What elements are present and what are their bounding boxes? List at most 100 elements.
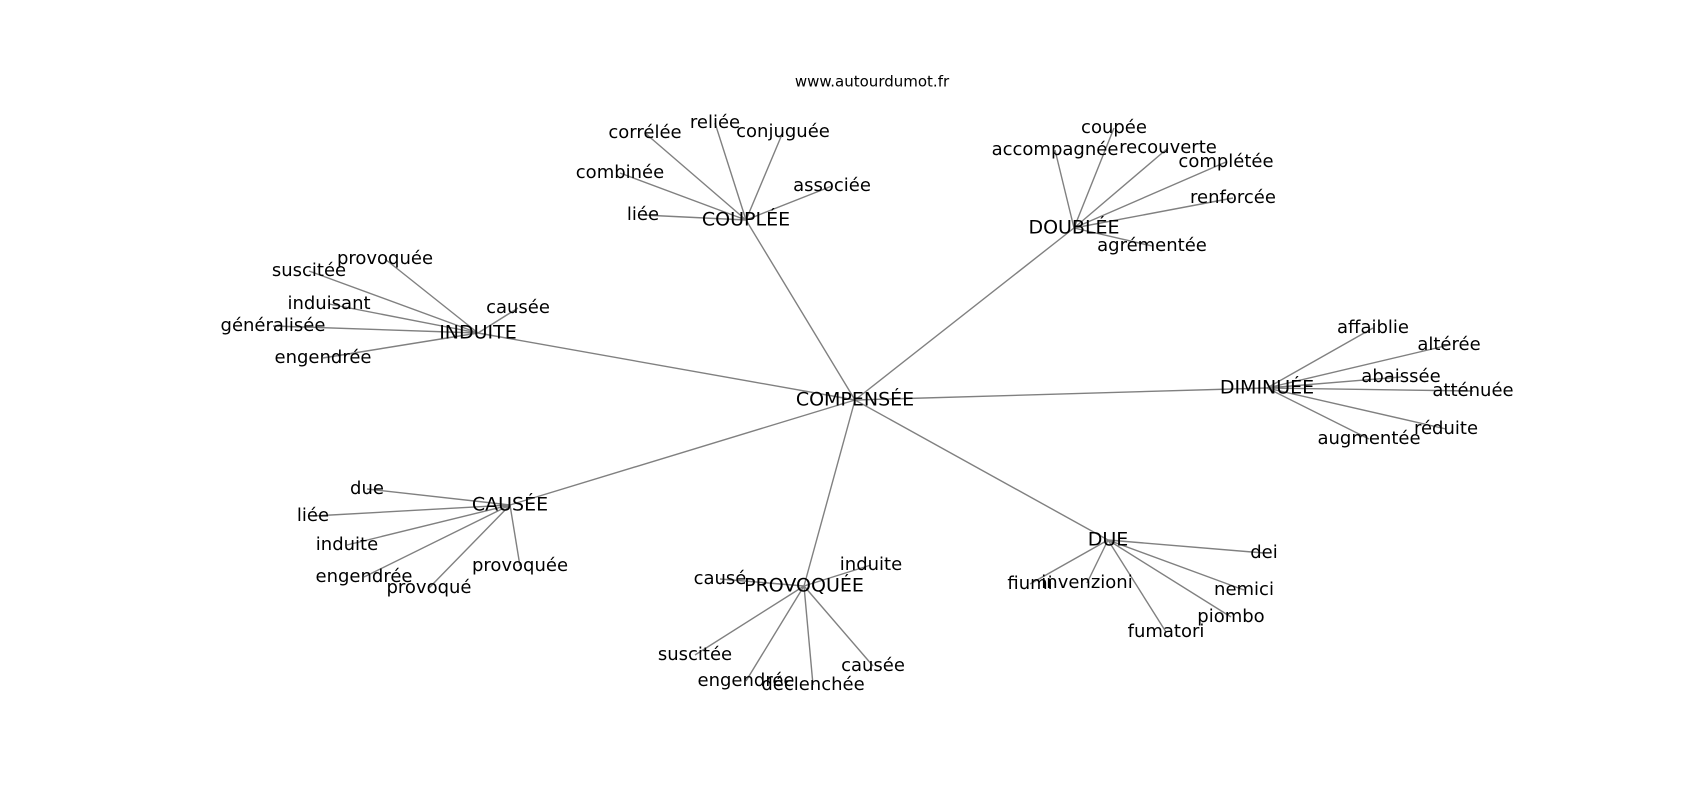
- leaf-node-label: renforcée: [1190, 187, 1276, 208]
- edge-provoquee-0: [719, 578, 805, 587]
- edge-couplee-5: [642, 214, 747, 221]
- edge-diminuee-1: [1266, 344, 1450, 389]
- leaf-node-label: due: [350, 478, 384, 499]
- edge-center-couplee: [745, 219, 856, 401]
- leaf-node-label: engendrée: [275, 347, 372, 368]
- edge-doublee-5: [1073, 227, 1153, 247]
- edge-provoquee-4: [803, 585, 814, 686]
- edge-induite-1: [308, 270, 479, 334]
- leaf-node-label: fiumi: [1007, 573, 1052, 594]
- edge-diminuee-0: [1266, 327, 1374, 389]
- edge-provoquee-1: [803, 564, 872, 587]
- edge-due-4: [1107, 539, 1232, 618]
- leaf-node-label: atténuée: [1432, 380, 1513, 401]
- hub-node-diminuee: DIMINUÉE: [1220, 376, 1314, 399]
- leaf-node-label: généralisée: [221, 315, 326, 336]
- edge-induite-5: [322, 332, 479, 359]
- leaf-node-label: coupée: [1081, 117, 1147, 138]
- edge-provoquee-2: [694, 585, 805, 656]
- edge-couplee-4: [745, 185, 833, 221]
- leaf-node-label: altérée: [1417, 334, 1480, 355]
- source-website-label: www.autourdumot.fr: [795, 73, 950, 91]
- leaf-node-label: associée: [793, 175, 871, 196]
- edge-induite-0: [384, 258, 479, 334]
- hub-node-due: DUE: [1088, 529, 1129, 551]
- edge-causee-0: [366, 488, 511, 506]
- hub-node-doublee: DOUBLÉE: [1028, 216, 1119, 239]
- edge-due-1: [1029, 539, 1109, 585]
- edge-induite-4: [272, 325, 479, 334]
- edge-center-doublee: [854, 227, 1075, 401]
- edge-due-5: [1107, 539, 1167, 633]
- edge-induite-3: [477, 307, 519, 334]
- edge-provoquee-3: [745, 585, 805, 682]
- edge-due-3: [1107, 539, 1245, 591]
- edge-causee-3: [363, 504, 511, 578]
- edge-due-2: [1086, 539, 1109, 584]
- leaf-node-label: reliée: [690, 112, 740, 133]
- edge-center-causee: [509, 399, 856, 506]
- edge-doublee-2: [1073, 147, 1169, 229]
- edge-causee-4: [509, 504, 521, 567]
- leaf-node-label: agrémentée: [1097, 235, 1207, 256]
- edge-doublee-4: [1073, 197, 1234, 229]
- leaf-node-label: liée: [297, 505, 329, 526]
- leaf-node-label: induisant: [287, 293, 370, 314]
- edge-diminuee-4: [1266, 387, 1447, 430]
- edge-diminuee-2: [1266, 376, 1402, 389]
- edge-causee-1: [312, 504, 511, 517]
- leaf-node-label: engendrée: [698, 670, 795, 691]
- leaf-node-label: suscitée: [658, 644, 732, 665]
- leaf-node-label: nemici: [1214, 579, 1274, 600]
- leaf-node-label: piombo: [1197, 606, 1264, 627]
- leaf-node-label: provoqué: [386, 577, 471, 598]
- hub-node-couplee: COUPLÉE: [702, 208, 790, 231]
- edge-doublee-0: [1073, 127, 1115, 229]
- leaf-node-label: abaissée: [1361, 366, 1440, 387]
- leaf-node-label: conjuguée: [736, 121, 830, 142]
- edge-diminuee-5: [1266, 387, 1370, 440]
- leaf-node-label: augmentée: [1317, 428, 1420, 449]
- hub-node-causee: CAUSÉE: [472, 493, 548, 516]
- edge-center-provoquee: [803, 399, 856, 587]
- edge-center-diminuee: [854, 387, 1268, 401]
- leaf-node-label: causé: [694, 568, 747, 589]
- edge-due-0: [1107, 539, 1265, 554]
- edge-couplee-2: [745, 131, 784, 221]
- edge-diminuee-3: [1266, 387, 1474, 392]
- leaf-node-label: réduite: [1414, 418, 1478, 439]
- leaf-node-label: provoquée: [337, 248, 433, 269]
- edge-induite-2: [328, 303, 479, 334]
- leaf-node-label: engendrée: [316, 566, 413, 587]
- hub-node-provoquee: PROVOQUÉE: [744, 574, 864, 597]
- leaf-node-label: causée: [841, 655, 905, 676]
- hub-node-induite: INDUITE: [439, 322, 517, 344]
- edge-provoquee-5: [803, 585, 874, 667]
- leaf-node-label: liée: [627, 204, 659, 225]
- edge-doublee-3: [1073, 161, 1227, 229]
- edge-center-due: [854, 399, 1109, 541]
- edge-center-induite: [477, 332, 856, 401]
- leaf-node-label: causée: [486, 297, 550, 318]
- leaf-node-label: suscitée: [272, 260, 346, 281]
- leaf-node-label: provoquée: [472, 555, 568, 576]
- leaf-node-label: invenzioni: [1041, 572, 1132, 593]
- leaf-node-label: déclenchée: [761, 674, 864, 695]
- leaf-node-label: accompagnée: [992, 139, 1119, 160]
- edge-couplee-0: [644, 132, 747, 221]
- leaf-node-label: combinée: [576, 162, 664, 183]
- edge-couplee-1: [714, 122, 747, 221]
- edge-causee-2: [346, 504, 511, 546]
- leaf-node-label: induite: [840, 554, 902, 575]
- edge-causee-5: [428, 504, 511, 589]
- leaf-node-label: dei: [1250, 542, 1278, 563]
- leaf-node-label: corrélée: [608, 122, 681, 143]
- leaf-node-label: recouverte: [1119, 137, 1217, 158]
- center-node-label: COMPENSÉE: [796, 388, 914, 411]
- leaf-node-label: affaiblie: [1337, 317, 1409, 338]
- leaf-node-label: complétée: [1178, 151, 1273, 172]
- graph-edges: [272, 122, 1474, 686]
- edge-doublee-1: [1054, 149, 1075, 229]
